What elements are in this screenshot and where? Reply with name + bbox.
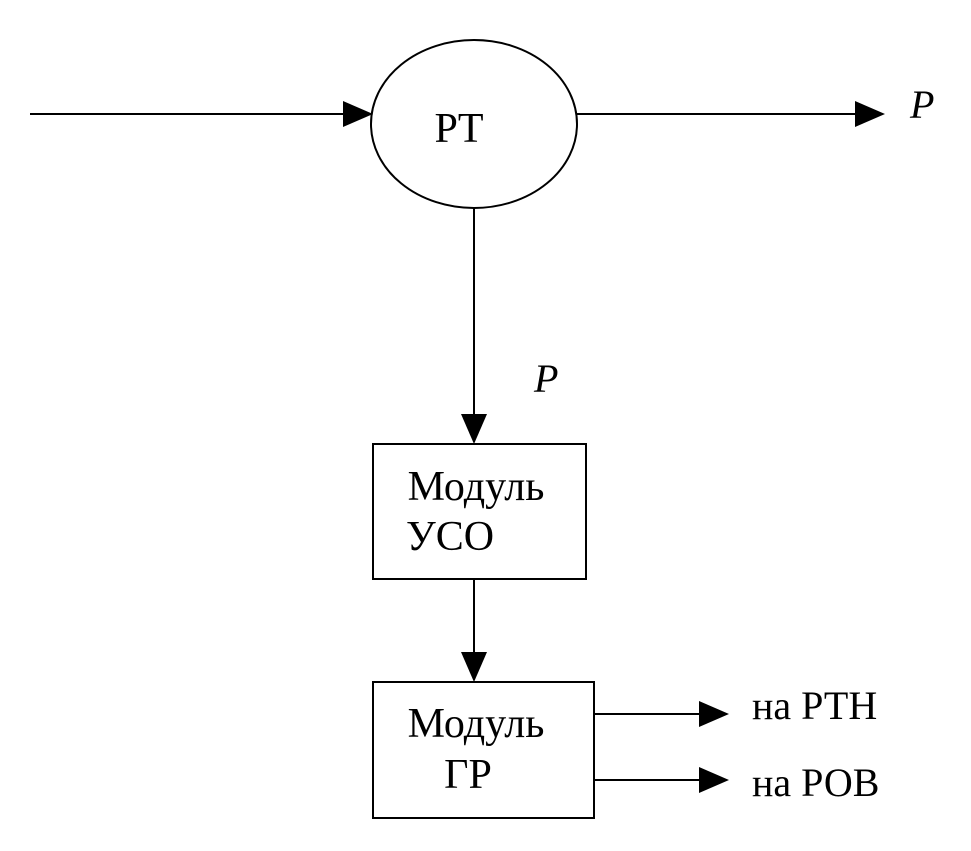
uso-module-label-line1: Модуль xyxy=(408,464,545,510)
gr-module-label-line1: Модуль xyxy=(408,701,545,747)
gr-module-label-line2: ГР xyxy=(444,752,492,798)
uso-module-label-line2: УСО xyxy=(406,514,494,560)
gr-output-rov-arrowhead xyxy=(699,767,729,793)
uso-to-gr-arrowhead xyxy=(461,652,487,682)
output-rov-label: на РОВ xyxy=(752,760,879,805)
pt-node-label: PT xyxy=(434,106,483,152)
input-arrowhead xyxy=(343,101,373,127)
output-rtn-label: на РТН xyxy=(752,683,877,728)
gr-output-rtn-arrowhead xyxy=(699,701,729,727)
down-output-signal-label: P xyxy=(533,356,558,401)
pt-to-uso-arrowhead xyxy=(461,414,487,444)
gr-module-box xyxy=(372,681,595,819)
uso-module-box xyxy=(372,443,587,580)
right-output-signal-label: P xyxy=(909,82,934,127)
pt-right-output-arrowhead xyxy=(855,101,885,127)
